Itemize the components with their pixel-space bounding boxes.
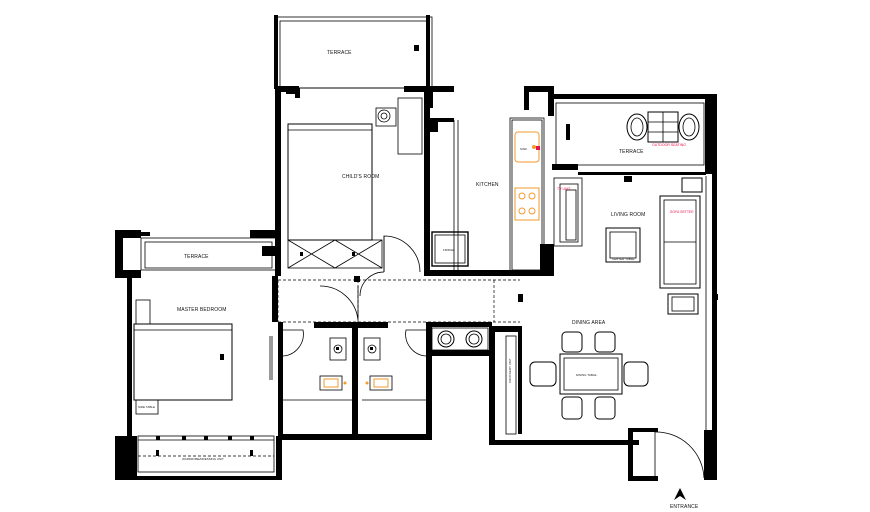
childs-room-label: CHILD'S ROOM bbox=[342, 174, 379, 180]
entrance: ENTRANCE bbox=[654, 430, 714, 510]
svg-text:SOFA SETTEE: SOFA SETTEE bbox=[670, 210, 694, 214]
svg-text:OUTDOOR SEATING: OUTDOOR SEATING bbox=[652, 143, 686, 147]
childs-room: CHILD'S ROOM bbox=[275, 86, 432, 276]
svg-text:SIDE TABLE: SIDE TABLE bbox=[138, 405, 155, 409]
svg-text:CROCKERY UNIT: CROCKERY UNIT bbox=[508, 358, 512, 383]
kitchen-label: KITCHEN bbox=[476, 182, 499, 188]
top-terrace-label: TERRACE bbox=[327, 50, 352, 56]
master-bedroom: SIDE TABLE WARDROBE/DRESSING UNIT MASTER… bbox=[115, 276, 282, 480]
svg-text:TV UNIT: TV UNIT bbox=[557, 187, 571, 191]
kitchen: SINK FRIDGE KITCHEN bbox=[424, 86, 554, 276]
svg-text:SINK: SINK bbox=[520, 147, 527, 151]
top-terrace bbox=[274, 15, 433, 89]
svg-text:WARDROBE/DRESSING UNIT: WARDROBE/DRESSING UNIT bbox=[182, 457, 224, 461]
living-room: TV UNIT SOFA SETTEE CENTER TABLE LIVING … bbox=[553, 94, 718, 480]
master-bedroom-label: MASTER BEDROOM bbox=[177, 307, 226, 313]
dining-area: CROCKERY UNIT DINING TABLE DINING AREA bbox=[489, 320, 658, 481]
entrance-arrow-icon bbox=[674, 488, 686, 500]
svg-text:FRIDGE: FRIDGE bbox=[443, 248, 454, 252]
living-room-label: LIVING ROOM bbox=[611, 212, 645, 218]
left-terrace-label: TERRACE bbox=[184, 254, 209, 260]
svg-text:CENTER TABLE: CENTER TABLE bbox=[612, 257, 634, 261]
svg-text:DINING TABLE: DINING TABLE bbox=[576, 373, 597, 377]
dining-area-label: DINING AREA bbox=[572, 320, 606, 326]
left-terrace: TERRACE bbox=[115, 230, 281, 278]
right-terrace-label: TERRACE bbox=[619, 149, 644, 155]
bathrooms bbox=[277, 276, 523, 440]
entrance-label: ENTRANCE bbox=[670, 504, 699, 510]
right-terrace: OUTDOOR SEATING TERRACE bbox=[552, 94, 712, 174]
